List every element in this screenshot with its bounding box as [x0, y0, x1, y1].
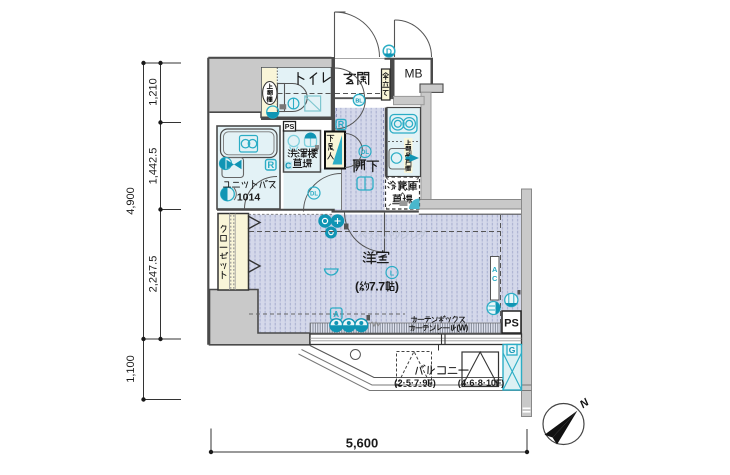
svg-text:D: D	[386, 47, 392, 57]
svg-text:2: 2	[397, 378, 402, 388]
svg-text:G: G	[509, 345, 516, 355]
svg-text:4: 4	[461, 378, 467, 388]
svg-text:·: ·	[403, 378, 406, 388]
svg-text:F: F	[427, 378, 433, 388]
svg-text:·: ·	[475, 378, 478, 388]
svg-text:R: R	[338, 120, 345, 130]
svg-text:·: ·	[483, 378, 486, 388]
svg-text:A: A	[492, 265, 498, 274]
svg-text:(: (	[457, 324, 460, 333]
svg-text:1: 1	[486, 378, 491, 388]
svg-text:A: A	[333, 310, 339, 319]
svg-text:ジ: ジ	[400, 231, 410, 242]
svg-text:·: ·	[411, 378, 414, 388]
svg-text:C: C	[285, 161, 291, 171]
svg-text:1,210: 1,210	[147, 78, 159, 106]
svg-text:N: N	[578, 396, 592, 411]
svg-text:BL: BL	[355, 98, 363, 104]
svg-text:R: R	[267, 160, 274, 171]
svg-text:(: (	[458, 378, 462, 388]
svg-text:): )	[395, 280, 399, 294]
svg-text:ウ: ウ	[391, 231, 401, 242]
svg-text:7: 7	[414, 378, 419, 388]
svg-text:L: L	[390, 271, 395, 278]
svg-text:5,600: 5,600	[346, 436, 379, 451]
svg-text:PS: PS	[285, 122, 295, 131]
svg-text:PS: PS	[504, 318, 519, 330]
svg-text:F: F	[496, 378, 502, 388]
svg-text:): )	[466, 324, 469, 333]
svg-text:0: 0	[491, 378, 496, 388]
svg-text:C: C	[492, 274, 498, 283]
svg-text:1014: 1014	[237, 192, 261, 204]
svg-text:MB: MB	[405, 67, 423, 81]
svg-text:DL: DL	[310, 192, 318, 198]
svg-text:ハ: ハ	[383, 231, 393, 242]
svg-text:1,442.5: 1,442.5	[147, 148, 159, 185]
svg-text:(: (	[394, 378, 398, 388]
svg-text:(: (	[355, 280, 360, 294]
svg-text:4,900: 4,900	[125, 187, 137, 215]
svg-text:ベ: ベ	[357, 231, 367, 242]
svg-text:DL: DL	[361, 150, 369, 156]
svg-text:2,247.5: 2,247.5	[147, 256, 159, 293]
svg-text:1,100: 1,100	[125, 355, 137, 383]
svg-text:·: ·	[466, 378, 469, 388]
svg-text:·: ·	[419, 378, 422, 388]
svg-text:9: 9	[422, 378, 427, 388]
svg-text:8: 8	[478, 378, 483, 388]
svg-text:): )	[433, 378, 436, 388]
svg-text:.: .	[375, 280, 378, 294]
svg-text:7: 7	[378, 280, 385, 294]
svg-text:5: 5	[406, 378, 411, 388]
svg-text:6: 6	[469, 378, 474, 388]
svg-text:グ: グ	[417, 230, 427, 242]
svg-text:): )	[501, 378, 504, 388]
svg-text:W: W	[459, 324, 467, 333]
svg-text:7: 7	[369, 280, 376, 294]
